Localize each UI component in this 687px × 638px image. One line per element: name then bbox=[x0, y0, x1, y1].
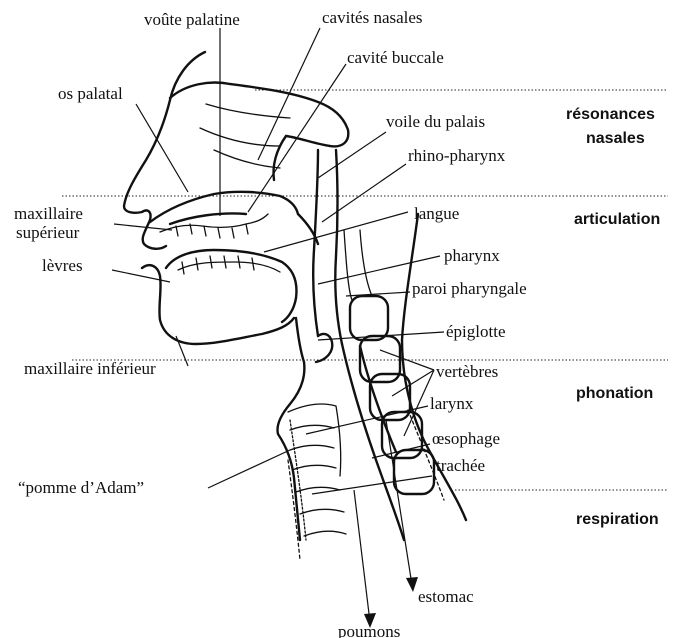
label-rhino-pharynx: rhino-pharynx bbox=[408, 146, 506, 165]
vertebra-1 bbox=[350, 296, 388, 340]
label-oesophage: œsophage bbox=[432, 429, 500, 448]
zone-label-articulation: articulation bbox=[574, 211, 660, 228]
zone-label-respiration: respiration bbox=[576, 511, 659, 528]
label-poumons: poumons bbox=[338, 622, 400, 638]
label-pomme-adam: “pomme d’Adam” bbox=[18, 478, 144, 497]
zone-label-resonances: résonances bbox=[566, 106, 655, 123]
label-larynx: larynx bbox=[430, 394, 474, 413]
arrow-to-stomach bbox=[386, 420, 412, 585]
label-levres: lèvres bbox=[42, 256, 83, 275]
pharynx-wall bbox=[313, 150, 342, 362]
label-os-palatal: os palatal bbox=[58, 84, 123, 103]
label-vertebres: vertèbres bbox=[436, 362, 498, 381]
label-paroi-pharyngale: paroi pharyngale bbox=[412, 279, 527, 298]
zone-label-nasales: nasales bbox=[586, 130, 645, 147]
label-maxillaire-inferieur: maxillaire inférieur bbox=[24, 359, 156, 378]
label-trachee: trachée bbox=[436, 456, 485, 475]
label-cavites-nasales: cavités nasales bbox=[322, 8, 423, 27]
label-pharynx: pharynx bbox=[444, 246, 500, 265]
label-maxillaire-superieur-line1: maxillaire bbox=[14, 204, 83, 223]
zone-label-phonation: phonation bbox=[576, 385, 653, 402]
nasal-cavity bbox=[170, 83, 348, 180]
label-cavite-buccale: cavité buccale bbox=[347, 48, 444, 67]
label-maxillaire-superieur-line2: supérieur bbox=[16, 223, 80, 242]
label-langue: langue bbox=[414, 204, 459, 223]
arrow-to-lungs bbox=[354, 490, 370, 622]
label-voile-du-palais: voile du palais bbox=[386, 112, 485, 131]
label-voute-palatine: voûte palatine bbox=[144, 10, 240, 29]
label-epiglotte: épiglotte bbox=[446, 322, 505, 341]
arrow-to-stomach-head bbox=[406, 577, 418, 592]
tongue-and-lower-jaw bbox=[166, 214, 318, 322]
palate-and-upper-jaw bbox=[150, 192, 298, 238]
label-estomac: estomac bbox=[418, 587, 474, 606]
